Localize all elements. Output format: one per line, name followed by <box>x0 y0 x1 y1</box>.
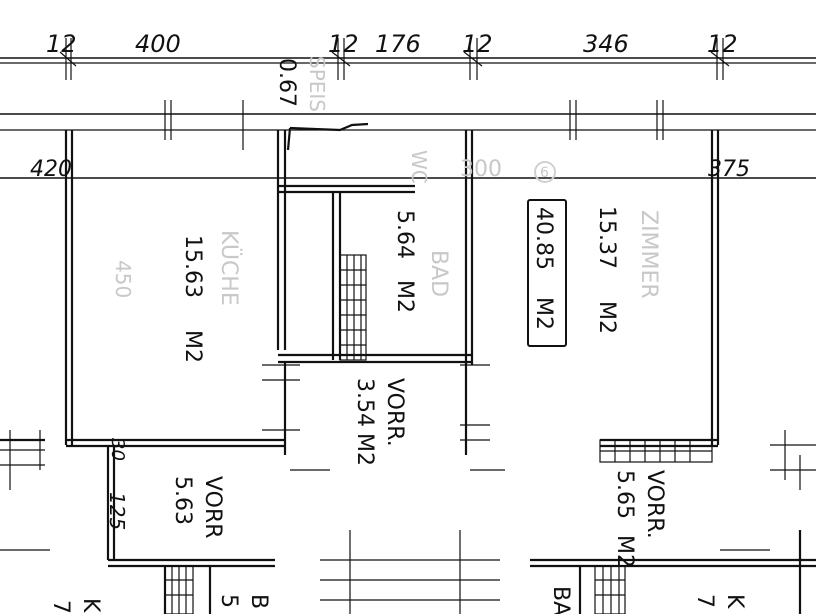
dim-small: 0.67 <box>274 58 299 107</box>
second-dimension-chain <box>0 100 816 179</box>
vorr-center-name: VORR. <box>382 378 407 447</box>
total-area-box <box>527 199 567 347</box>
total-area-value: 40.85 <box>531 207 556 270</box>
bad-unit: M2 <box>392 280 417 313</box>
top-dimension-chain <box>0 38 816 80</box>
dim-mid: 300 <box>460 157 502 182</box>
hatching <box>164 122 713 614</box>
bad-wc: WC <box>407 150 431 184</box>
speis-name: SPEIS <box>305 56 329 112</box>
kueche-unit: M2 <box>180 330 205 363</box>
vorr-right-area: 5.65 <box>612 470 637 519</box>
fragment-5: BA <box>548 586 573 614</box>
zimmer-name: ZIMMER <box>636 210 661 299</box>
vorr-center-area: 3.54 <box>352 378 377 427</box>
dim-left: 420 <box>30 157 72 182</box>
dim-top-4: 176 <box>375 30 421 58</box>
kueche-name: KÜCHE <box>216 230 242 306</box>
vorr-right-unit: M2 <box>612 535 637 568</box>
fragment-1: K <box>78 598 103 613</box>
vorr-center-unit: M2 <box>352 433 377 466</box>
dim-top-3: 12 <box>328 30 359 58</box>
kueche-faint-dim: 450 <box>111 260 135 298</box>
zimmer-circle-number: 6 <box>540 165 549 181</box>
zimmer-circle-marker <box>534 161 556 183</box>
fragment-2: 7 <box>48 600 73 614</box>
vorr-left-area: 5.63 <box>170 476 195 525</box>
total-area-unit: M2 <box>531 297 556 330</box>
fragment-7: 7 <box>692 594 717 608</box>
vorr-right-name: VORR. <box>642 470 667 539</box>
zimmer-unit: M2 <box>594 301 619 334</box>
dim-top-1: 12 <box>46 30 77 58</box>
dim-top-6: 346 <box>583 30 629 58</box>
dim-top-2: 400 <box>135 30 181 58</box>
dim-top-7: 12 <box>707 30 738 58</box>
dim-top-5: 12 <box>462 30 493 58</box>
bad-area: 5.64 <box>392 210 417 259</box>
bad-name: BAD <box>426 250 451 297</box>
fragment-4: 5 <box>216 594 241 608</box>
kueche-area: 15.63 <box>180 235 205 298</box>
fragment-6: K <box>722 594 747 609</box>
dim-bottom-a: 30 <box>107 438 128 461</box>
walls <box>0 130 816 614</box>
zimmer-area: 15.37 <box>594 206 619 269</box>
dim-bottom-b: 125 <box>105 492 129 530</box>
tick-marks <box>0 364 816 551</box>
vorr-left-name: VORR <box>200 476 225 539</box>
dim-right: 375 <box>708 157 750 182</box>
fragment-3: B <box>246 594 271 609</box>
